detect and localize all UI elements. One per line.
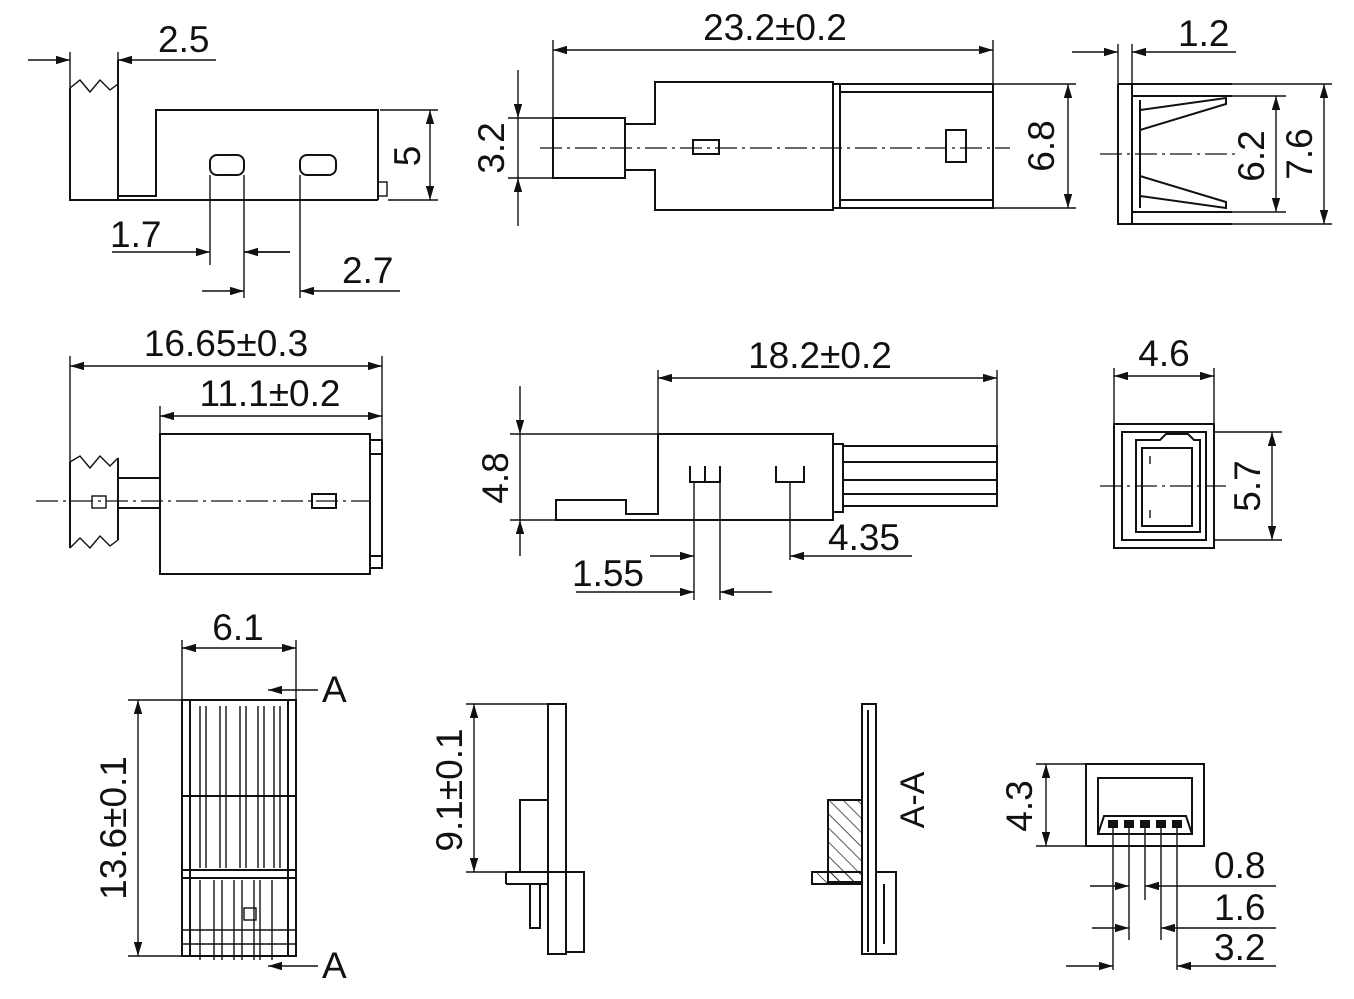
dim-5-7-label: 5.7 <box>1227 460 1268 511</box>
dim-1-7-label: 1.7 <box>110 214 161 255</box>
section-cut-top-label: A <box>322 669 347 710</box>
dim-5-label: 5 <box>387 146 428 167</box>
dim-1-2-label: 1.2 <box>1178 13 1229 54</box>
dim-1-6-label: 1.6 <box>1214 887 1265 928</box>
dim-3-2-bottom-label: 3.2 <box>1214 927 1265 968</box>
dim-7-6-label: 7.6 <box>1279 128 1320 179</box>
dim-13-6-label: 13.6±0.1 <box>93 756 134 900</box>
dim-3-2-label: 3.2 <box>471 122 512 173</box>
section-cut-bottom-label: A <box>322 945 347 986</box>
view-side-left: 2.5 5 1.7 2.7 <box>28 19 438 298</box>
view-top-center: 23.2±0.2 3.2 6.8 <box>471 7 1076 226</box>
dim-4-8-label: 4.8 <box>475 452 516 503</box>
dim-11-1-label: 11.1±0.2 <box>199 373 340 414</box>
dim-23-2-label: 23.2±0.2 <box>703 7 847 48</box>
dim-4-35-label: 4.35 <box>828 517 900 558</box>
dim-9-1-label: 9.1±0.1 <box>429 728 470 851</box>
view-front-bottom-right: 4.3 0.8 1.6 3.2 <box>999 763 1276 971</box>
view-contacts-bottom-left: 6.1 13.6±0.1 A A <box>93 607 347 986</box>
view-end-right: 1.2 6.2 7.6 <box>1072 13 1332 225</box>
dim-6-8-label: 6.8 <box>1021 120 1062 171</box>
dim-4-6-label: 4.6 <box>1138 333 1189 374</box>
view-profile-bottom-center: 9.1±0.1 <box>429 703 585 955</box>
contact-pins <box>182 706 296 960</box>
view-top-left: 16.65±0.3 11.1±0.2 <box>36 323 383 575</box>
view-end-middle-right: 4.6 5.7 <box>1100 333 1282 549</box>
view-section-aa: A-A <box>811 703 932 955</box>
dim-2-7-label: 2.7 <box>342 250 393 291</box>
terminal-pads <box>1108 820 1182 828</box>
dim-6-2-label: 6.2 <box>1231 130 1272 181</box>
section-aa-title: A-A <box>894 771 932 828</box>
dim-16-65-label: 16.65±0.3 <box>144 323 308 364</box>
dim-0-8-label: 0.8 <box>1214 845 1265 886</box>
dim-6-1-label: 6.1 <box>212 607 263 648</box>
view-side-center: 18.2±0.2 4.8 1.55 4.35 <box>475 335 998 600</box>
dim-4-3-label: 4.3 <box>999 780 1040 831</box>
dim-18-2-label: 18.2±0.2 <box>748 335 892 376</box>
dim-2-5-label: 2.5 <box>158 19 209 60</box>
dim-1-55-label: 1.55 <box>572 553 644 594</box>
